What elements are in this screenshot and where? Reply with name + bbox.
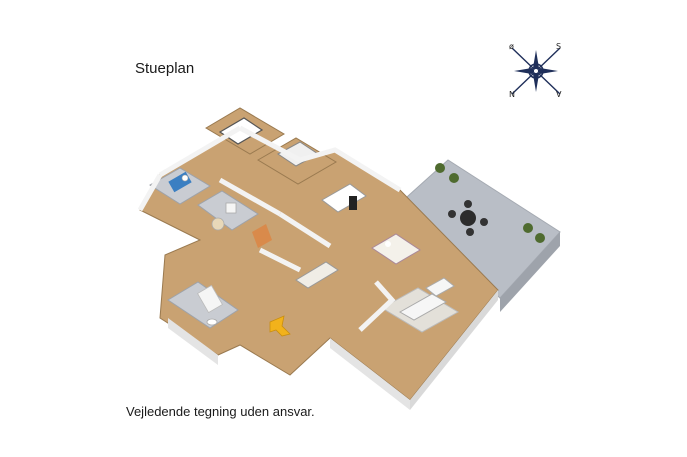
sofa bbox=[398, 293, 448, 321]
disclaimer-text: Vejledende tegning uden ansvar. bbox=[126, 404, 315, 419]
bathroom-lower bbox=[167, 281, 239, 329]
page-title: Stueplan bbox=[135, 60, 195, 77]
compass-icon: ø S N V bbox=[502, 40, 570, 102]
plant bbox=[523, 223, 533, 233]
plant bbox=[535, 233, 545, 243]
armchair bbox=[425, 277, 455, 297]
door-panel bbox=[252, 224, 272, 248]
compass-label-se: V bbox=[556, 90, 562, 99]
kitchen-counter bbox=[321, 183, 367, 213]
compass-rose-icon bbox=[511, 47, 561, 95]
hall-counter bbox=[295, 261, 339, 289]
plant bbox=[435, 163, 445, 173]
entrance-arrow-icon bbox=[269, 315, 291, 337]
compass-label-sw: N bbox=[509, 90, 515, 99]
dining-table bbox=[371, 233, 421, 265]
compass-label-nw: ø bbox=[509, 42, 514, 51]
compass-label-ne: S bbox=[556, 42, 562, 51]
plant bbox=[449, 173, 459, 183]
terrace-table bbox=[460, 210, 476, 226]
